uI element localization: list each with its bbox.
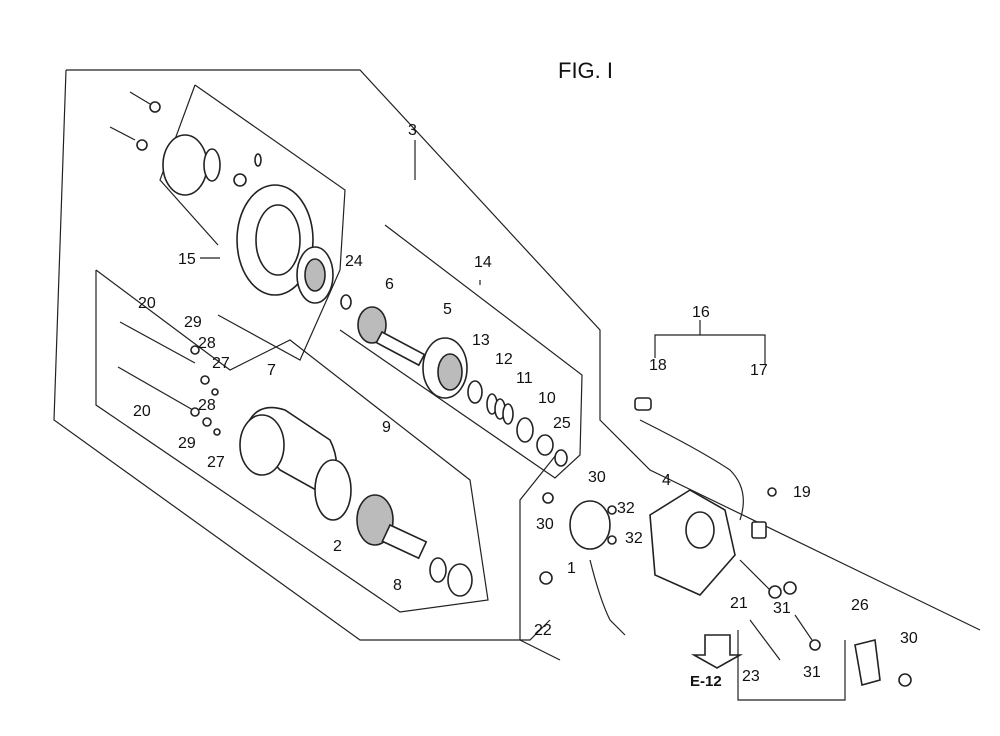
- callout-30-b: 30: [536, 516, 554, 533]
- reference-e12: E-12: [690, 673, 722, 690]
- washer-24: [340, 294, 352, 310]
- callout-9: 9: [382, 419, 391, 436]
- pinion-shaft-6: [357, 306, 426, 367]
- assembly-outline-15: [159, 84, 346, 361]
- armature: [356, 494, 473, 597]
- callout-29-top: 29: [184, 314, 202, 331]
- assembly-outline-solenoid: [519, 449, 561, 661]
- callout-8: 8: [393, 577, 402, 594]
- figure-title: FIG. I: [558, 58, 613, 83]
- callout-28-top: 28: [198, 335, 216, 352]
- callout-6: 6: [385, 276, 394, 293]
- bolts-lower: [739, 559, 821, 661]
- callout-16: 16: [692, 304, 710, 321]
- assembly-outline-hardware: [737, 630, 846, 701]
- callout-7: 7: [267, 362, 276, 379]
- callout-11: 11: [516, 370, 533, 387]
- assembly-outline-14: [339, 224, 583, 479]
- callout-labels: 3 15 24 14 6 5 13 12 11 10 25 20 29 28 2…: [133, 122, 918, 685]
- o-ring-9: [314, 459, 352, 521]
- callout-15: 15: [178, 251, 196, 268]
- callout-25: 25: [553, 415, 571, 432]
- callout-13: 13: [472, 332, 490, 349]
- callout-27-bottom: 27: [207, 454, 225, 471]
- callout-31-a: 31: [773, 600, 791, 617]
- callout-28-bottom: 28: [198, 397, 216, 414]
- callout-3: 3: [408, 122, 417, 139]
- callout-32-b: 32: [625, 530, 643, 547]
- starter-relay: [539, 492, 626, 636]
- callout-30-a: 30: [588, 469, 606, 486]
- callout-14: 14: [474, 254, 492, 271]
- through-bolts-20: [117, 321, 221, 436]
- callout-1: 1: [567, 560, 576, 577]
- bracket-16-17: [654, 334, 766, 365]
- callout-20-bottom: 20: [133, 403, 151, 420]
- callout-2: 2: [333, 538, 342, 555]
- callout-30-c: 30: [900, 630, 918, 647]
- callout-12: 12: [495, 351, 513, 368]
- callout-18: 18: [649, 357, 667, 374]
- housing-4: [649, 489, 736, 596]
- callout-24: 24: [345, 253, 363, 270]
- callout-10: 10: [538, 390, 556, 407]
- brush-holder: [162, 134, 262, 196]
- washers-spring: [467, 380, 568, 467]
- cable-assembly: [634, 397, 777, 539]
- reference-arrow-e12: E-12: [690, 634, 744, 690]
- bracket-26: [854, 639, 912, 687]
- callout-26: 26: [851, 597, 869, 614]
- callout-31-b: 31: [803, 664, 821, 681]
- callout-19: 19: [793, 484, 811, 501]
- end-cover: [236, 184, 334, 304]
- callout-21: 21: [730, 595, 748, 612]
- callout-5: 5: [443, 301, 452, 318]
- callout-32-a: 32: [617, 500, 635, 517]
- callout-23: 23: [742, 668, 760, 685]
- bolts-top-left: [109, 91, 161, 151]
- callout-27-top: 27: [212, 355, 230, 372]
- assembly-outline-motor: [95, 269, 489, 613]
- callout-4: 4: [662, 472, 671, 489]
- callout-17: 17: [750, 362, 768, 379]
- assembly-outline-3: [53, 69, 981, 641]
- callout-22: 22: [534, 622, 552, 639]
- gear-5: [422, 337, 468, 399]
- yoke-7: [239, 406, 338, 497]
- callout-20-top: 20: [138, 295, 156, 312]
- callout-29-bottom: 29: [178, 435, 196, 452]
